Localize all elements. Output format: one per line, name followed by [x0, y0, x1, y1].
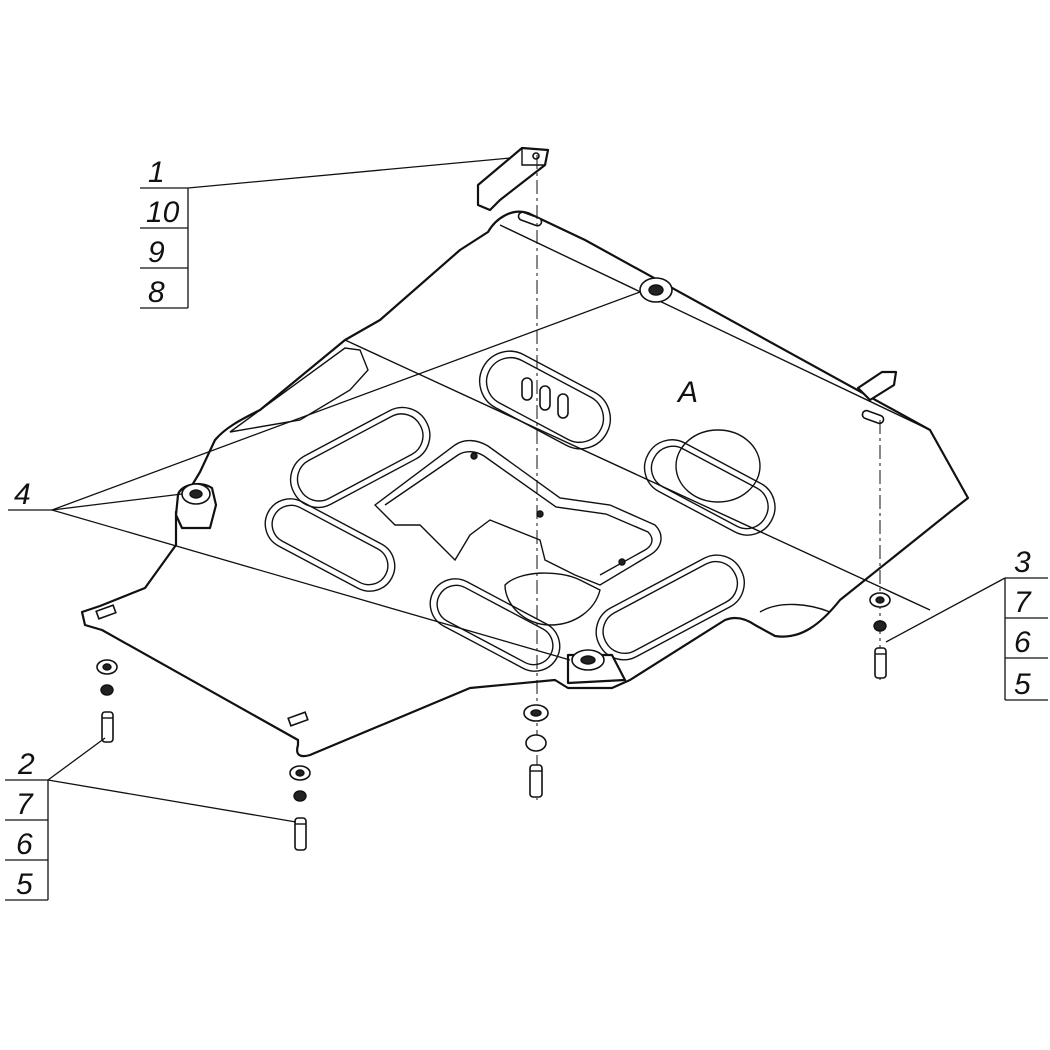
callout-label-8: 8 — [148, 276, 165, 309]
callout-label-3: 3 — [1014, 546, 1031, 579]
callout-label-7b: 7 — [1014, 586, 1032, 619]
hardware-center-left — [289, 765, 311, 851]
callout-label-5b: 5 — [1014, 668, 1031, 701]
callout-label-10: 10 — [146, 196, 180, 229]
axis-lines — [536, 155, 881, 800]
hardware-left — [96, 659, 118, 743]
callout-label-6a: 6 — [16, 828, 33, 861]
callout-4: 4 — [8, 291, 641, 661]
hardware-right — [869, 592, 891, 679]
callout-label-1: 1 — [148, 156, 165, 189]
plate-embossings — [264, 350, 776, 672]
skid-plate — [80, 210, 970, 758]
callout-right: 3 7 6 5 — [885, 546, 1048, 701]
right-bracket — [856, 370, 898, 402]
callout-label-6b: 6 — [1014, 626, 1031, 659]
callout-label-2: 2 — [17, 748, 35, 781]
nut-inserts — [174, 277, 673, 685]
callout-label-4: 4 — [14, 478, 31, 511]
plate-mark: A — [676, 376, 698, 409]
callout-label-9: 9 — [148, 236, 165, 269]
callout-top-left: 1 10 9 8 — [140, 156, 511, 309]
hardware-center — [523, 704, 549, 798]
callout-bottom-left: 2 7 6 5 — [5, 737, 297, 901]
callout-label-7a: 7 — [16, 788, 34, 821]
mounting-slots — [95, 211, 885, 727]
callout-label-5a: 5 — [16, 868, 33, 901]
